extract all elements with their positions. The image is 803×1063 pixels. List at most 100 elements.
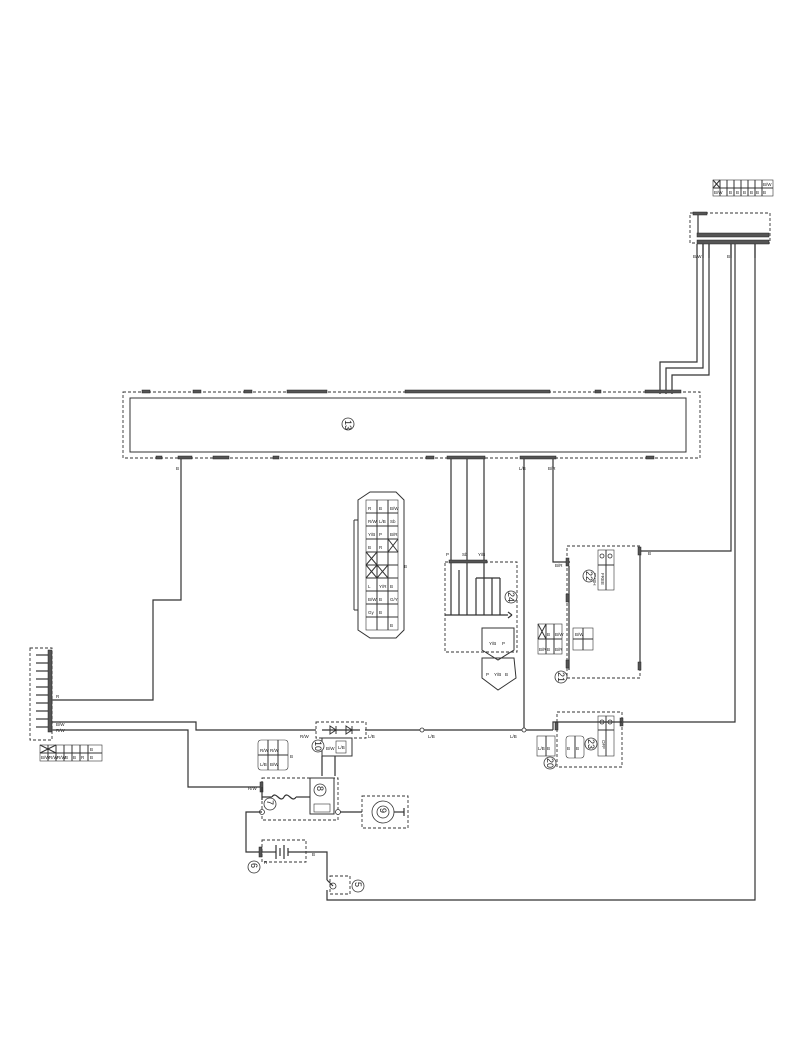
wire-label-sw-p: P bbox=[446, 552, 449, 557]
relay-tag-2: B/W bbox=[326, 746, 335, 751]
harness-wires bbox=[326, 244, 756, 901]
wire-label-rect-lb: L/B bbox=[368, 734, 375, 739]
ecu-grid-tag: B bbox=[404, 564, 407, 569]
battery-6: R B 6 bbox=[245, 811, 315, 874]
ecu-grid-code-7: Y/B bbox=[368, 532, 375, 537]
top-conn-code-1: B/W bbox=[714, 190, 723, 195]
callout-6: 6 bbox=[249, 863, 259, 868]
ground-5: 5 bbox=[306, 851, 365, 895]
conn20-code-6: B/W bbox=[575, 632, 584, 637]
relay-connector-face: R/W R/W L/B B/W B bbox=[257, 739, 293, 771]
callout-24: 24 bbox=[506, 592, 516, 602]
sw21-free: FREE bbox=[600, 573, 605, 585]
wire-label-top-b: B bbox=[727, 254, 730, 259]
callout-23: 23 bbox=[586, 739, 596, 749]
ecu-grid-code-12: B bbox=[390, 584, 393, 589]
wire-label-rw-fuse: R/W bbox=[248, 786, 258, 791]
ecu-connector-face: R B B/W R/W L/B Sb Y/B P B/R B R B L Y/R… bbox=[353, 491, 407, 639]
ecu-callout: 13 bbox=[343, 420, 353, 430]
ecu-grid-code-2: B bbox=[379, 506, 382, 511]
tri2-code-1: Y/B bbox=[489, 641, 496, 646]
ecu-grid-code-5: L/B bbox=[379, 519, 386, 524]
relay-conn-code-3: L/B bbox=[260, 762, 267, 767]
callout-10: 10 bbox=[313, 741, 323, 751]
tri-code-2: Y/B bbox=[494, 672, 501, 677]
ecu-grid-code-4: R/W bbox=[368, 519, 378, 524]
wire-label-ecu-lb: L/B bbox=[519, 466, 526, 471]
callout-7: 7 bbox=[265, 800, 275, 805]
callout-8: 8 bbox=[315, 786, 325, 791]
conn20-code-5: B/R bbox=[555, 647, 563, 652]
ecu-grid-code-6: Sb bbox=[390, 519, 396, 524]
switch-block-24: P Sb Y/B 24 bbox=[444, 552, 518, 653]
ecu-grid-code-10: B bbox=[368, 545, 371, 550]
left-legend-code-4: B bbox=[65, 755, 68, 760]
wire-label-left-bw: B/W bbox=[56, 722, 65, 727]
left-legend-code-1: B/W bbox=[41, 755, 50, 760]
ecu-output-wires: B L/B B/R bbox=[52, 459, 570, 730]
sw23-off: OFF bbox=[601, 740, 606, 749]
ecu-grid-code-16: B bbox=[379, 597, 382, 602]
left-harness-connector: R B/W R/W bbox=[29, 647, 66, 741]
top-conn-code-6: B bbox=[756, 190, 759, 195]
left-legend-code-7: B bbox=[90, 747, 93, 752]
callout-5: 5 bbox=[353, 882, 363, 887]
wire-label-ecu-b: B bbox=[176, 466, 179, 471]
switch-assembly-22-23: ON OFF 23 B B L/B B 20 bbox=[536, 711, 624, 770]
callout-21: 22 bbox=[584, 571, 594, 581]
conn-small-code-2: B bbox=[576, 746, 579, 751]
tri-code-1: P bbox=[486, 672, 489, 677]
tri2-code-2: P bbox=[502, 641, 505, 646]
top-conn-code-5: B bbox=[750, 190, 753, 195]
top-conn-code-3: B bbox=[736, 190, 739, 195]
ecu-grid-code-8: P bbox=[379, 532, 382, 537]
starter-motor-9: 9 bbox=[361, 795, 409, 829]
ecu-grid-code-15: B/W bbox=[368, 597, 377, 602]
left-connector-legend: B/W R/W R/W B B R B B bbox=[39, 744, 103, 762]
wire-label-left-r: R bbox=[56, 694, 60, 699]
top-conn-code-4: B bbox=[743, 190, 746, 195]
main-bus-wires: L/B L/B bbox=[52, 721, 622, 788]
conn-small-code-1: B bbox=[567, 746, 570, 751]
wire-label-top-bw: B/W bbox=[693, 254, 702, 259]
wire-label-b-right: B bbox=[648, 551, 651, 556]
relay-conn-code-4: B/W bbox=[270, 762, 279, 767]
relay-conn-code-2: R/W bbox=[270, 748, 280, 753]
relay-conn-code-1: R/W bbox=[260, 748, 270, 753]
ecu-grid-code-9: B/R bbox=[390, 532, 398, 537]
tri-connector-a: Y/B P bbox=[481, 627, 515, 661]
top-right-harness-connector: B/W B bbox=[689, 211, 771, 259]
callout-22: 20 bbox=[545, 758, 555, 768]
top-right-connector-legend: B/W B B B B B B/W B bbox=[712, 179, 774, 197]
wire-label-sw-sb: Sb bbox=[462, 552, 468, 557]
callout-20: 21 bbox=[556, 672, 566, 682]
left-legend-code-8: B bbox=[90, 755, 93, 760]
relay-conn-tag: B bbox=[290, 754, 293, 759]
conn22-code-2: B bbox=[547, 746, 550, 751]
wire-label-sw-yb: Y/B bbox=[478, 552, 485, 557]
left-legend-code-2: R/W bbox=[49, 755, 59, 760]
wire-label-br: B/R bbox=[555, 563, 563, 568]
ecu-grid-code-18: Gy bbox=[368, 610, 375, 615]
ecu-grid-code-1: R bbox=[368, 506, 372, 511]
wire-label-bat-r: R bbox=[264, 860, 268, 865]
switch-assembly-20-21: B/R B PUSH FREE 22 B B/W B/R B B/R B/W 2… bbox=[537, 545, 651, 684]
callout-9: 9 bbox=[378, 808, 388, 813]
ecu-grid-code-3: B/W bbox=[390, 506, 399, 511]
top-conn-code-8: B bbox=[763, 190, 766, 195]
wire-label-rect-rw: R/W bbox=[300, 734, 310, 739]
conn22-code-1: L/B bbox=[538, 746, 545, 751]
ecu-unit: 13 bbox=[122, 389, 701, 460]
fuse-relay-7-8: R/W 7 8 bbox=[248, 777, 362, 821]
wire-label-mid-lb2: L/B bbox=[510, 734, 517, 739]
left-legend-code-6: R bbox=[81, 755, 85, 760]
wire-label-mid-lb1: L/B bbox=[428, 734, 435, 739]
rectifier-relay-10: R/W L/B L/B B/W 10 bbox=[300, 721, 375, 776]
conn20-code-4: B bbox=[547, 647, 550, 652]
conn20-code-1: B bbox=[547, 632, 550, 637]
top-conn-code-2: B bbox=[729, 190, 732, 195]
wire-label-bat-b: B bbox=[312, 852, 315, 857]
left-legend-code-5: B bbox=[73, 755, 76, 760]
ecu-grid-code-14: Y/R bbox=[379, 584, 387, 589]
